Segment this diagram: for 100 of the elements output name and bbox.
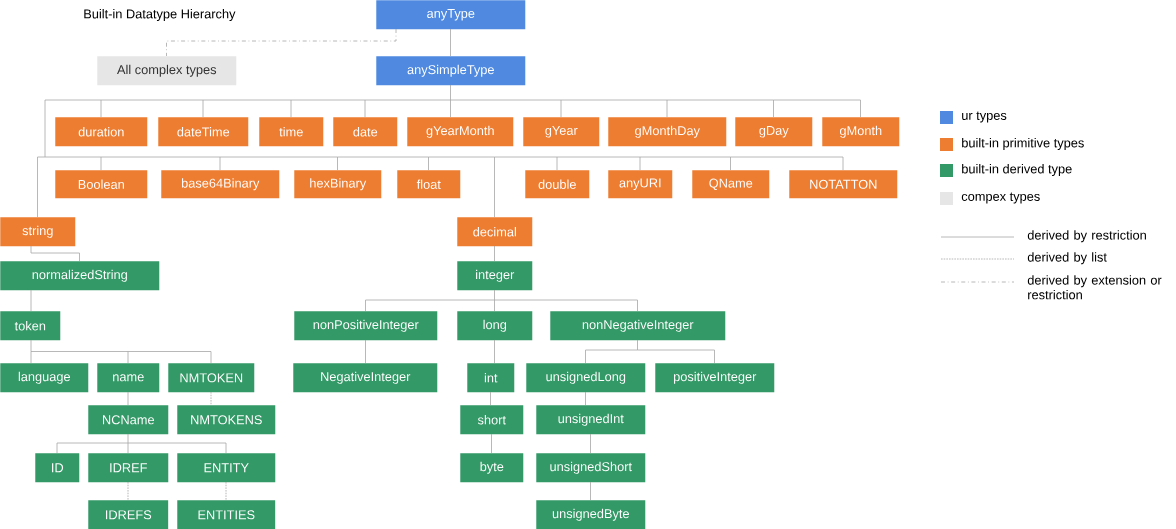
connector-line <box>44 99 102 158</box>
type-box: anyURI <box>608 170 673 199</box>
connector-line <box>30 351 32 364</box>
connector-line <box>219 156 338 158</box>
type-box: name <box>97 363 160 393</box>
connector-line <box>730 156 731 171</box>
type-box: time <box>259 117 324 147</box>
connector-line <box>639 156 731 158</box>
legend-label: built-in primitive types <box>962 138 1084 150</box>
legend-label: built-in derived type <box>962 164 1072 176</box>
title: Built-in Datatype Hierarchy <box>84 9 236 21</box>
type-box: unsignedLong <box>526 363 646 393</box>
connector-line <box>100 156 102 171</box>
connector-line <box>639 156 641 171</box>
legend-label: derived by restriction <box>1027 230 1146 243</box>
connector-line <box>364 99 366 118</box>
type-box: IDREF <box>88 453 169 483</box>
connector-line <box>290 99 292 118</box>
type-box: token <box>0 311 61 341</box>
connector-line <box>365 299 495 312</box>
type-box: NMTOKENS <box>177 405 276 435</box>
connector-line <box>56 442 129 454</box>
connector-line <box>166 28 397 57</box>
type-box: ENTITY <box>177 453 276 483</box>
type-box: NCName <box>88 405 169 435</box>
connector-line <box>100 99 102 118</box>
connector-line <box>219 156 221 171</box>
connector-line <box>556 156 558 171</box>
connector-line <box>30 339 32 352</box>
connector-line <box>637 339 638 351</box>
connector-line <box>365 339 366 364</box>
legend-label: compex types <box>961 192 1040 204</box>
connector-line <box>364 99 451 101</box>
connector-line <box>202 99 292 101</box>
connector-line <box>494 245 495 262</box>
connector-line <box>490 391 491 406</box>
connector-line <box>773 99 861 118</box>
connector-line <box>494 299 495 312</box>
type-box: ENTITIES <box>177 500 276 529</box>
type-box: integer <box>457 261 533 291</box>
connector-line <box>30 289 32 312</box>
type-box: unsignedInt <box>536 405 646 435</box>
type-box: gYear <box>523 117 600 147</box>
type-box: positiveInteger <box>655 363 775 393</box>
type-box: int <box>467 363 515 393</box>
type-box: QName <box>692 170 770 199</box>
type-box: Boolean <box>55 170 148 199</box>
connector-line <box>337 156 338 171</box>
connector-line <box>773 99 774 118</box>
connector-line <box>637 349 715 364</box>
connector-line <box>494 156 558 158</box>
connector-line <box>590 433 591 454</box>
legend-label: derived by list <box>1027 252 1107 265</box>
connector-line <box>127 442 227 454</box>
connector-line <box>202 99 204 118</box>
connector-line <box>450 99 451 118</box>
type-box: normalizedString <box>0 261 160 291</box>
type-box: All complex types <box>97 56 237 86</box>
type-box: language <box>0 363 89 393</box>
connector-line <box>556 156 641 158</box>
connector-line <box>44 156 102 158</box>
type-box: long <box>457 311 533 341</box>
type-box: hexBinary <box>294 170 382 199</box>
connector-line <box>127 442 129 454</box>
type-box: gMonth <box>822 117 900 147</box>
type-box: gYearMonth <box>407 117 514 147</box>
connector-line <box>585 391 586 406</box>
type-box: nonPositiveInteger <box>294 311 438 341</box>
type-box: gDay <box>735 117 813 147</box>
connector-line <box>590 481 591 501</box>
type-box: byte <box>460 453 524 483</box>
type-box: double <box>525 170 590 199</box>
connector-line <box>127 391 129 406</box>
type-box: dateTime <box>158 117 249 147</box>
type-box: float <box>397 170 461 199</box>
connector-line <box>494 299 638 312</box>
connector-line <box>560 99 668 101</box>
type-box: ID <box>35 453 80 483</box>
connector-line <box>30 245 80 262</box>
type-box: string <box>0 217 76 247</box>
type-box: NegativeInteger <box>293 363 438 393</box>
connector-line <box>491 433 492 454</box>
connector-line <box>127 433 129 444</box>
connector-line <box>100 156 221 158</box>
type-box: NOTATTON <box>789 170 898 199</box>
type-box: decimal <box>457 217 533 247</box>
connector-line <box>730 156 844 171</box>
legend-label: ur types <box>962 111 1007 123</box>
connector-line <box>666 99 668 118</box>
type-box: anyType <box>376 0 526 30</box>
connector-line <box>666 99 774 101</box>
connector-line <box>450 99 562 101</box>
type-box: anySimpleType <box>376 56 526 86</box>
connector-line <box>494 156 495 218</box>
connector-line <box>428 156 429 171</box>
type-box: nonNegativeInteger <box>550 311 726 341</box>
connector-line <box>225 481 227 501</box>
type-box: duration <box>55 117 148 147</box>
connector-line <box>127 351 212 364</box>
connector-line <box>494 339 495 364</box>
